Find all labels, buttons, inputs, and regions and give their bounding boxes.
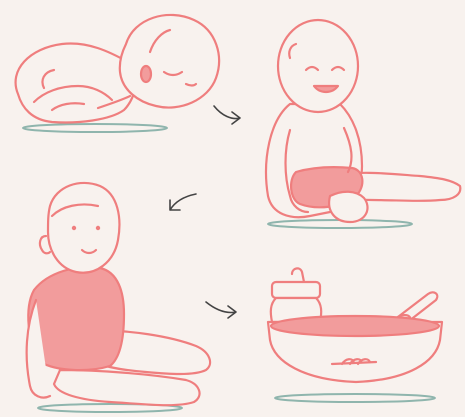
sitting-baby <box>266 20 460 228</box>
ground-shadow <box>275 394 435 402</box>
curled-body <box>16 43 136 122</box>
porridge <box>271 316 439 336</box>
front-leg <box>54 370 200 405</box>
eye-right <box>96 226 100 230</box>
arrow-to-sitting <box>214 106 240 124</box>
bottle-collar <box>272 282 320 298</box>
ground-shadow <box>23 124 167 132</box>
sleeping-baby <box>16 15 219 132</box>
toddler-head <box>48 183 119 273</box>
arrow-to-food <box>206 302 236 318</box>
bottle-nipple <box>292 268 304 282</box>
toddler-sitting <box>27 183 210 412</box>
arrow-to-toddler <box>170 194 196 210</box>
baby-head <box>278 20 358 112</box>
eye-left <box>72 226 76 230</box>
bottle-and-bowl <box>268 268 442 402</box>
knee <box>329 192 367 222</box>
newborn-head <box>120 15 219 108</box>
cheek-blush <box>141 66 151 82</box>
